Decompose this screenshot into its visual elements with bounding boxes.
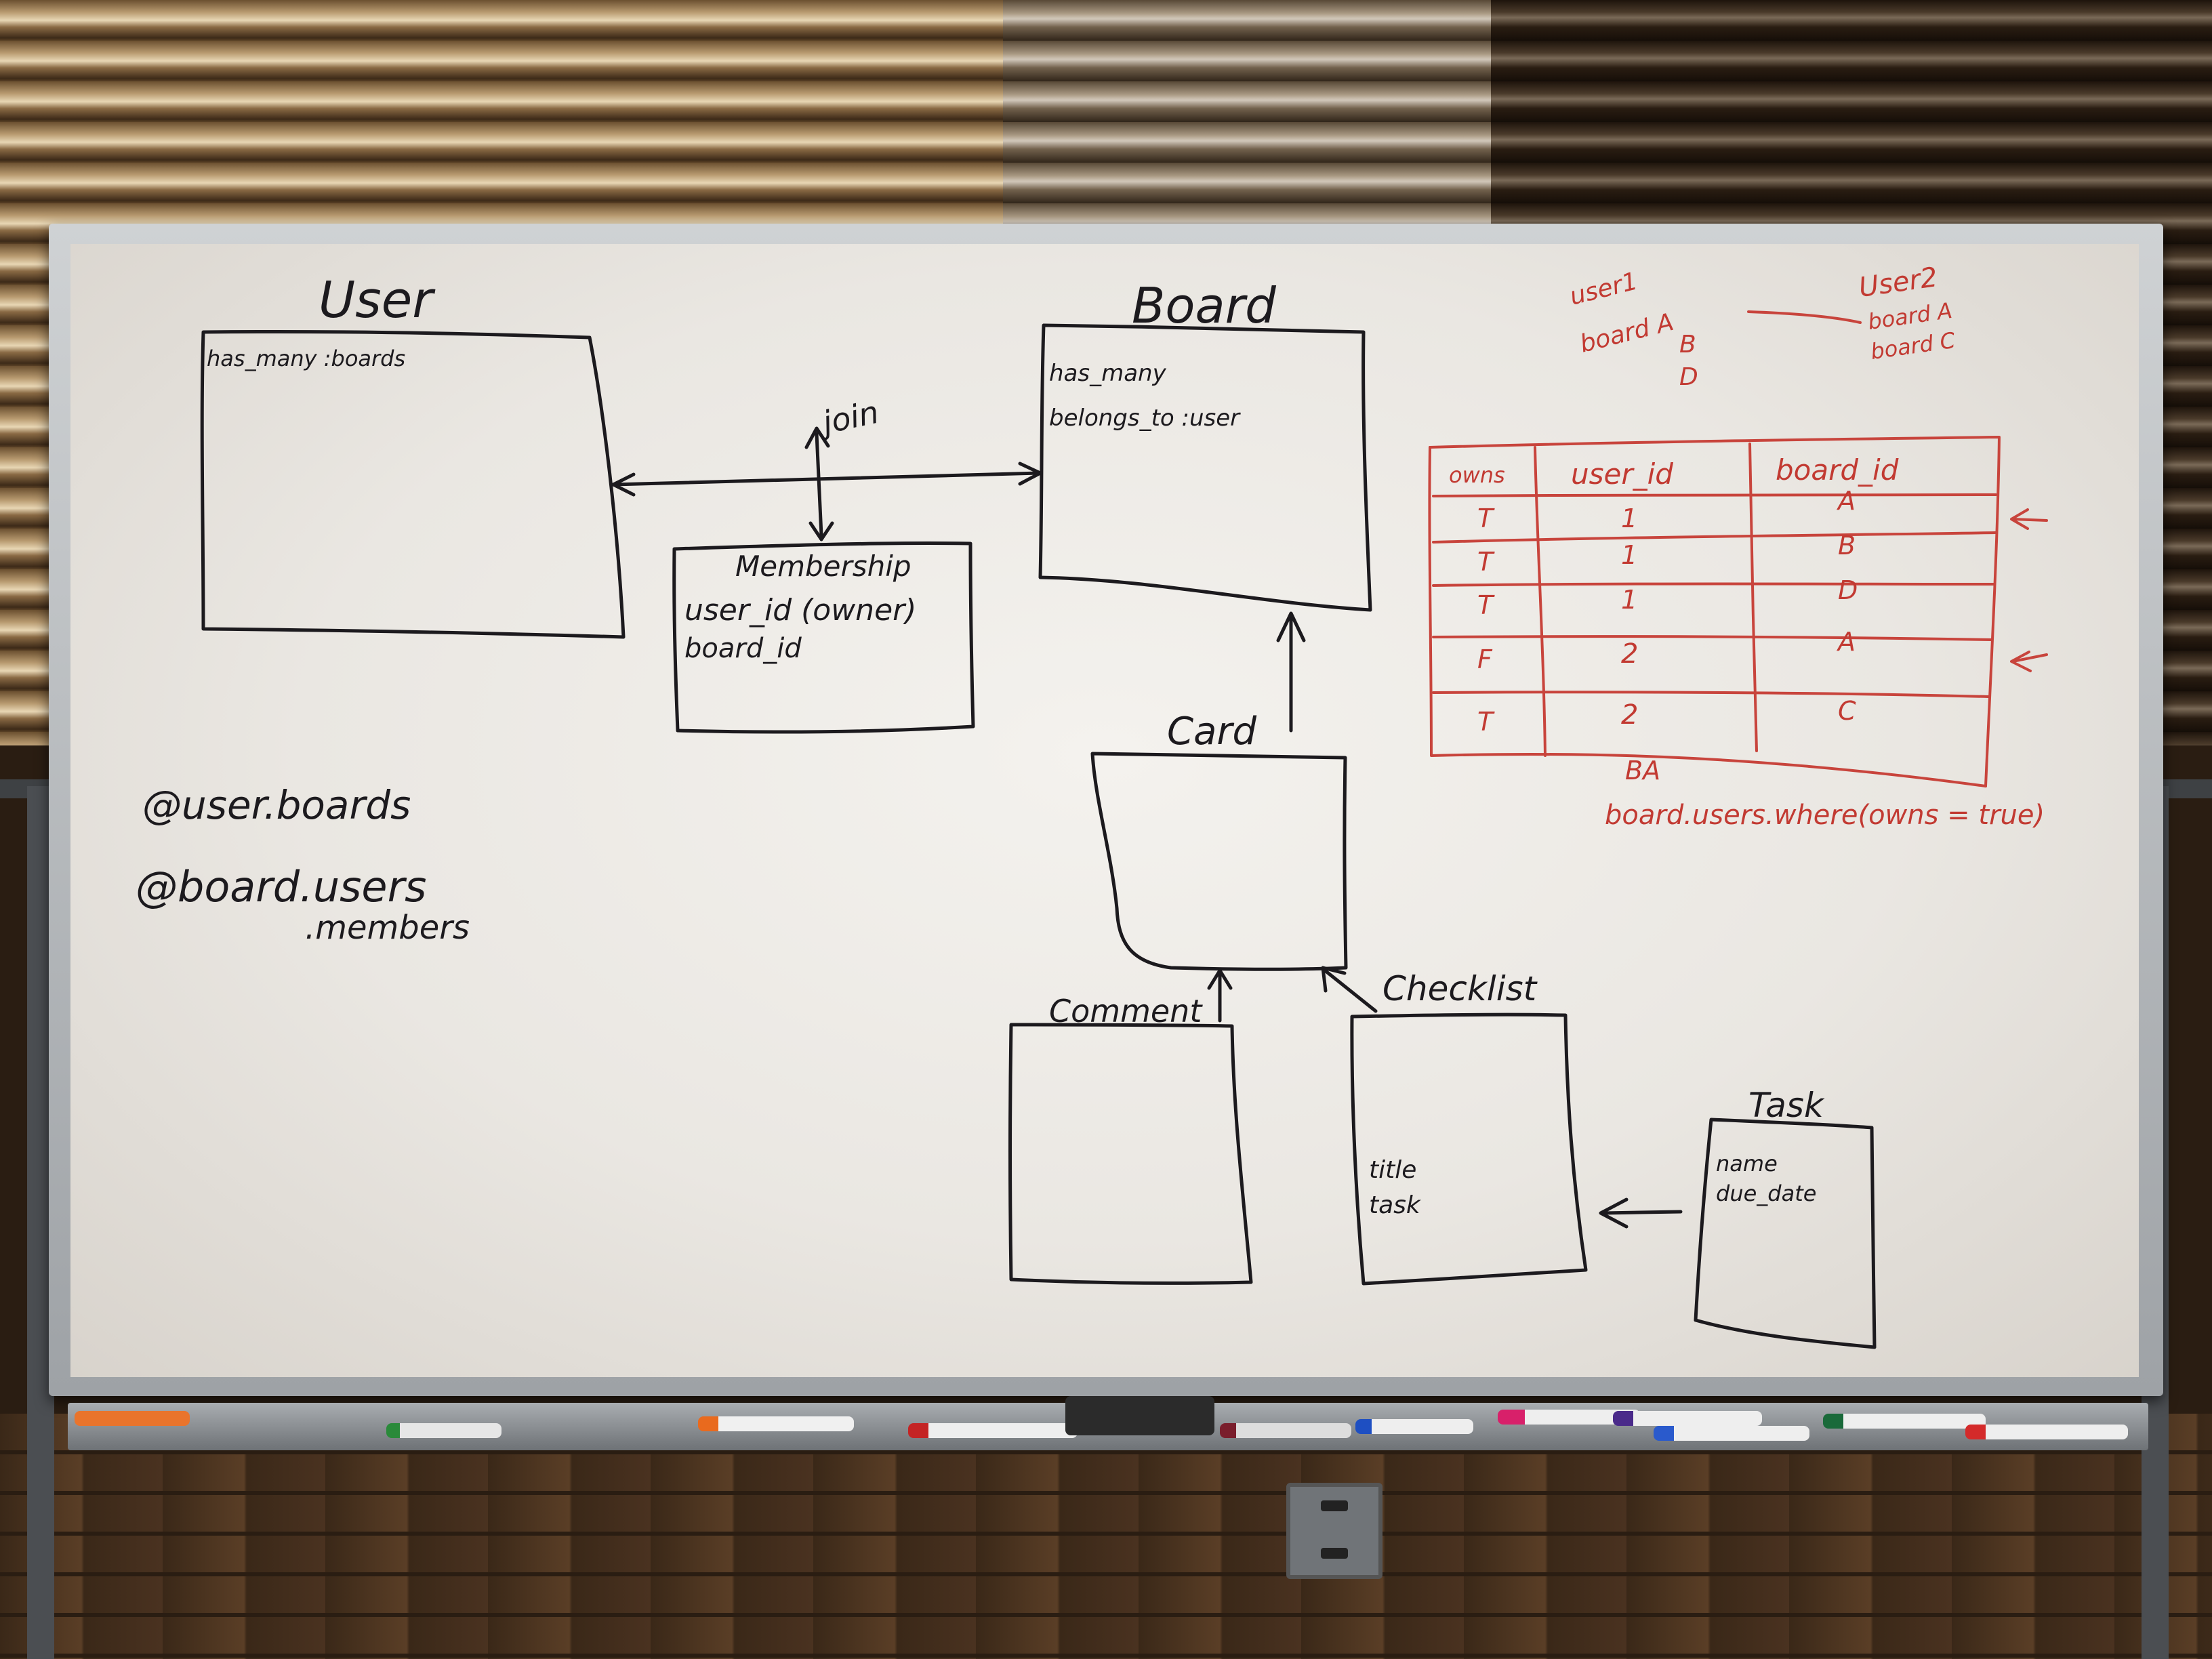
task-box (1694, 1118, 1877, 1349)
red-table-outline-left-bottom (1428, 446, 1987, 787)
orange-marker[interactable] (75, 1411, 190, 1426)
user-board-arrow (611, 471, 1042, 487)
red-table-header-board-id: board_id (1776, 453, 1899, 487)
red-user1-label: user1 (1567, 267, 1640, 310)
board-attr-2: belongs_to :user (1049, 405, 1241, 432)
red-row3-owns: T (1477, 590, 1495, 620)
task-checklist-arrowhead (1599, 1197, 1629, 1229)
maroon-marker[interactable] (1220, 1423, 1351, 1438)
green-marker[interactable] (386, 1423, 501, 1438)
task-attr-2: due_date (1716, 1181, 1816, 1206)
user-box (200, 329, 626, 639)
red-table-outline-top-right (1429, 436, 2001, 787)
red-row3-board: D (1838, 575, 1858, 605)
red-user1-board-d: D (1679, 363, 1698, 391)
red-marker[interactable] (908, 1423, 1078, 1438)
checklist-card-arrow (1323, 968, 1378, 1013)
red-table-row-4 (1432, 635, 1992, 641)
red-row3-user: 1 (1621, 585, 1637, 615)
red-row4-board: A (1836, 627, 1856, 657)
red-row5-owns: T (1477, 707, 1495, 737)
red-row1-owns: T (1477, 504, 1495, 533)
red-table-row-3 (1432, 582, 1995, 587)
board-arrowhead (1018, 462, 1042, 486)
user-title: User (319, 271, 436, 329)
board-attr-1: has_many (1049, 360, 1167, 387)
note-user-boards: @user.boards (142, 782, 411, 828)
red-user1-board-a: board A (1577, 308, 1676, 359)
board-title: Board (1132, 277, 1277, 334)
blue-marker[interactable] (1355, 1419, 1473, 1434)
checklist-box (1350, 1012, 1588, 1286)
checklist-attr-1: title (1369, 1156, 1416, 1184)
red-table-row-1 (1432, 493, 1997, 497)
red-row5-user: 2 (1621, 699, 1638, 731)
red-row2-owns: T (1477, 547, 1495, 577)
note-board-members: .members (305, 909, 470, 947)
brick-wall (0, 1410, 2212, 1659)
checklist-title: Checklist (1382, 969, 1538, 1008)
red-table-row-2 (1432, 531, 1997, 544)
window-blinds-lit (1003, 0, 1491, 230)
orange-marker-2[interactable] (698, 1416, 854, 1431)
red-row2-board: B (1838, 531, 1856, 560)
red-connector (1747, 310, 1862, 324)
red-table-col-2 (1748, 443, 1758, 752)
membership-attr-1: user_id (owner) (684, 593, 916, 628)
red-row4-user: 2 (1621, 638, 1638, 670)
board-box (1038, 323, 1372, 612)
power-outlet (1286, 1483, 1382, 1579)
red-arrow-row4 (2011, 653, 2048, 663)
checklist-card-arrowhead (1321, 966, 1347, 993)
card-title: Card (1167, 710, 1256, 754)
comment-card-arrowhead (1207, 968, 1233, 990)
red-user1-board-b: B (1679, 331, 1696, 359)
user-attr-1: has_many :boards (207, 346, 405, 371)
comment-box (1008, 1023, 1253, 1285)
red-marker-2[interactable] (1965, 1425, 2128, 1439)
red-table-header-user-id: user_id (1571, 457, 1673, 491)
checklist-attr-2: task (1369, 1191, 1422, 1219)
join-arrowhead-up (804, 426, 830, 449)
purple-marker[interactable] (1613, 1411, 1762, 1426)
card-box (1090, 752, 1348, 971)
user-arrowhead (611, 472, 636, 497)
red-table-col-1 (1534, 446, 1547, 757)
red-query: board.users.where(owns = true) (1605, 800, 2045, 831)
red-ba-label: BA (1625, 756, 1660, 785)
eraser[interactable] (1065, 1396, 1214, 1435)
red-arrowhead-row4 (2010, 651, 2032, 672)
green-marker-2[interactable] (1823, 1414, 1986, 1429)
red-arrowhead-row1 (2010, 508, 2029, 530)
whiteboard-surface (70, 244, 2139, 1377)
membership-attr-2: board_id (684, 633, 802, 664)
join-arrow (815, 432, 823, 537)
red-row4-owns: F (1477, 644, 1493, 674)
task-checklist-arrow (1601, 1210, 1683, 1215)
join-label: join (815, 394, 882, 442)
card-board-arrowhead (1276, 611, 1306, 642)
red-row2-user: 1 (1621, 540, 1637, 570)
red-user2-label: User2 (1857, 262, 1940, 304)
red-arrow-row1 (2011, 518, 2048, 522)
task-attr-1: name (1716, 1151, 1778, 1176)
membership-title: Membership (735, 550, 912, 583)
note-board-users: @board.users (136, 862, 426, 912)
red-table-row-5 (1432, 691, 1990, 698)
red-row1-user: 1 (1621, 504, 1637, 533)
blue-marker-2[interactable] (1654, 1426, 1809, 1441)
membership-box (672, 541, 975, 734)
red-table-header-owns: owns (1449, 462, 1505, 488)
red-row1-board: A (1836, 486, 1856, 516)
join-arrowhead-down (808, 521, 834, 541)
task-title: Task (1748, 1086, 1825, 1125)
pink-marker[interactable] (1498, 1410, 1640, 1425)
red-row5-board: C (1838, 696, 1856, 726)
